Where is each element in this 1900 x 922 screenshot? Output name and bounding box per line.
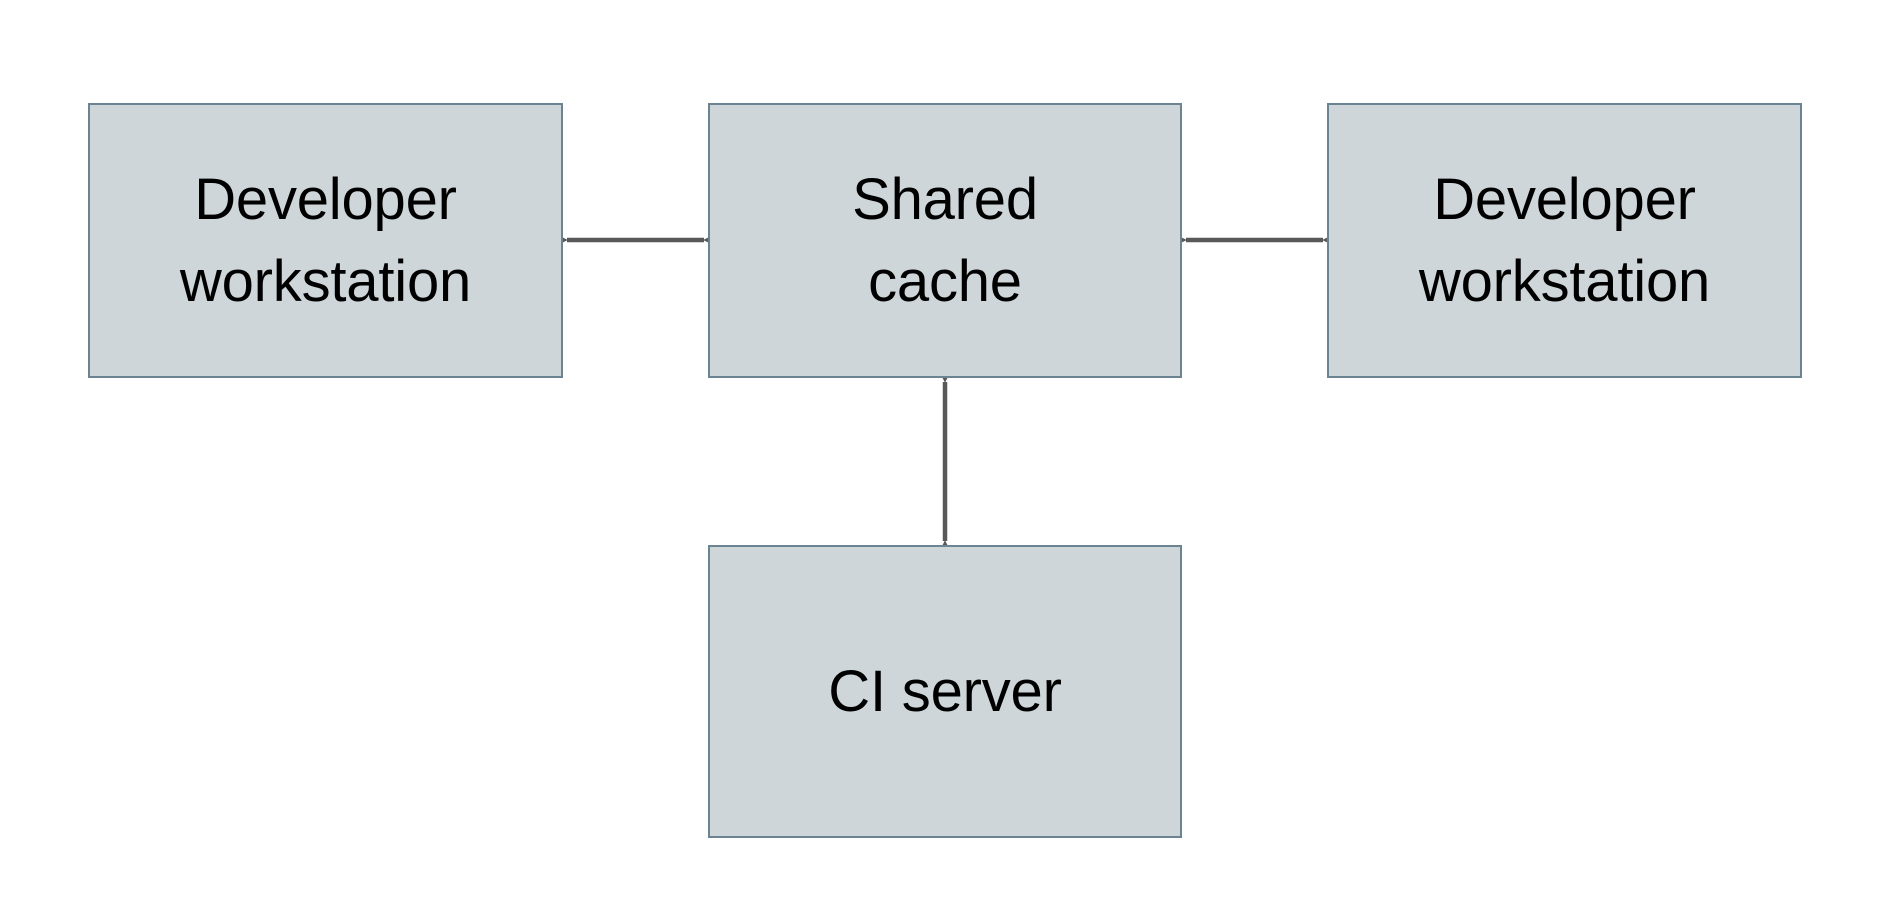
- node-label-ci-server: CI server: [828, 658, 1062, 724]
- node-label-shared-cache: Shared cache: [852, 166, 1038, 314]
- node-label-developer-workstation-right: Developer workstation: [1418, 166, 1711, 314]
- node-shared-cache[interactable]: Shared cache: [708, 103, 1182, 378]
- node-developer-workstation-right[interactable]: Developer workstation: [1327, 103, 1802, 378]
- node-ci-server[interactable]: CI server: [708, 545, 1182, 838]
- node-developer-workstation-left[interactable]: Developer workstation: [88, 103, 563, 378]
- node-label-developer-workstation-left: Developer workstation: [179, 166, 472, 314]
